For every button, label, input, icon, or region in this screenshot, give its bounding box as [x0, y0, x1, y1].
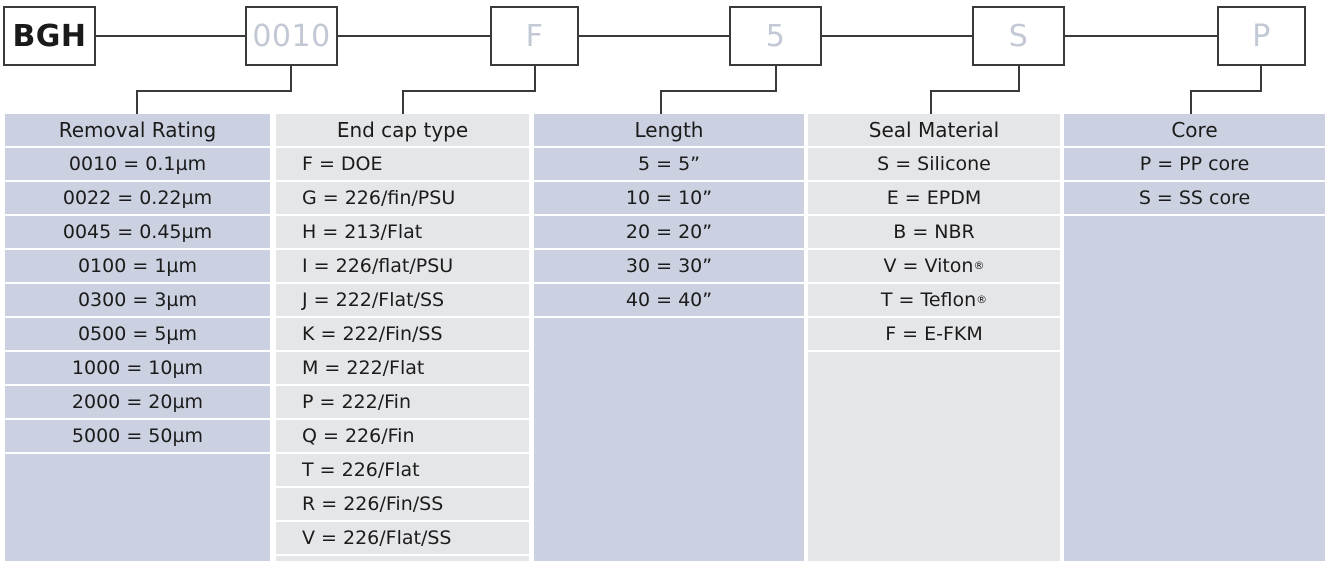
code-box-seal-material[interactable]: S	[972, 6, 1065, 66]
code-box-length[interactable]: 5	[729, 6, 822, 66]
option-cell[interactable]: I = 226/flat/PSU	[276, 250, 529, 282]
option-cell[interactable]: G = 226/fin/PSU	[276, 182, 529, 214]
option-cell[interactable]: T = 226/Flat	[276, 454, 529, 486]
code-box-prefix[interactable]: BGH	[3, 6, 96, 66]
column-filler	[808, 352, 1060, 561]
drop-line-col2-stem	[534, 65, 536, 92]
column-header-core: Core	[1064, 114, 1325, 146]
column-filler	[5, 454, 270, 561]
option-cell[interactable]: 40 = 40”	[534, 284, 804, 316]
connector-line-2-to-3	[577, 35, 729, 37]
option-cell[interactable]: 0010 = 0.1µm	[5, 148, 270, 180]
drop-line-col2-leg	[402, 90, 404, 116]
column-header-length: Length	[534, 114, 804, 146]
option-cell[interactable]: 10 = 10”	[534, 182, 804, 214]
option-cell[interactable]: E = EPDM	[808, 182, 1060, 214]
connector-line-3-to-4	[821, 35, 973, 37]
drop-line-col5-leg	[1190, 90, 1192, 116]
column-header-end-cap-type: End cap type	[276, 114, 529, 146]
column-header-removal-rating: Removal Rating	[5, 114, 270, 146]
option-cell[interactable]: M = 222/Flat	[276, 352, 529, 384]
column-filler	[1064, 216, 1325, 561]
drop-line-col4-stem	[1018, 65, 1020, 92]
option-cell[interactable]: 30 = 30”	[534, 250, 804, 282]
option-cell[interactable]: 20 = 20”	[534, 216, 804, 248]
option-cell[interactable]: 0100 = 1µm	[5, 250, 270, 282]
option-cell[interactable]: 5000 = 50µm	[5, 420, 270, 452]
drop-line-col3-leg	[660, 90, 662, 116]
option-cell[interactable]: H = 213/Flat	[276, 216, 529, 248]
option-cell[interactable]: Q = 226/Fin	[276, 420, 529, 452]
option-cell[interactable]: 0022 = 0.22µm	[5, 182, 270, 214]
drop-line-col3-stem	[775, 65, 777, 92]
option-cell[interactable]: V = 226/Flat/SS	[276, 522, 529, 554]
drop-line-col5-stem	[1260, 65, 1262, 92]
option-cell[interactable]: S = SS core	[1064, 182, 1325, 214]
option-cell[interactable]: T = Teflon®	[808, 284, 1060, 316]
option-cell[interactable]: V = Viton®	[808, 250, 1060, 282]
connector-line-1-to-2	[336, 35, 492, 37]
drop-line-col1-elbow	[136, 90, 292, 92]
column-filler	[276, 556, 529, 561]
drop-line-col3-elbow	[660, 90, 777, 92]
option-cell[interactable]: 2000 = 20µm	[5, 386, 270, 418]
code-box-end-cap-type[interactable]: F	[490, 6, 579, 66]
option-cell[interactable]: P = PP core	[1064, 148, 1325, 180]
option-cell[interactable]: 1000 = 10µm	[5, 352, 270, 384]
column-header-seal-material: Seal Material	[808, 114, 1060, 146]
option-cell[interactable]: P = 222/Fin	[276, 386, 529, 418]
connector-line-4-to-5	[1063, 35, 1218, 37]
option-cell[interactable]: R = 226/Fin/SS	[276, 488, 529, 520]
option-cell[interactable]: F = DOE	[276, 148, 529, 180]
connector-line-prefix-to-1	[96, 35, 246, 37]
option-cell[interactable]: 0045 = 0.45µm	[5, 216, 270, 248]
option-cell[interactable]: 0500 = 5µm	[5, 318, 270, 350]
option-cell[interactable]: 0300 = 3µm	[5, 284, 270, 316]
option-cell[interactable]: K = 222/Fin/SS	[276, 318, 529, 350]
drop-line-col5-elbow	[1190, 90, 1262, 92]
option-cell[interactable]: J = 222/Flat/SS	[276, 284, 529, 316]
drop-line-col1-stem	[290, 65, 292, 92]
drop-line-col4-elbow	[930, 90, 1020, 92]
option-cell[interactable]: F = E-FKM	[808, 318, 1060, 350]
option-cell[interactable]: S = Silicone	[808, 148, 1060, 180]
code-box-removal-rating[interactable]: 0010	[245, 6, 338, 66]
drop-line-col1-leg	[136, 90, 138, 116]
code-box-core[interactable]: P	[1217, 6, 1306, 66]
drop-line-col4-leg	[930, 90, 932, 116]
column-filler	[534, 318, 804, 561]
drop-line-col2-elbow	[402, 90, 536, 92]
option-cell[interactable]: 5 = 5”	[534, 148, 804, 180]
option-cell[interactable]: B = NBR	[808, 216, 1060, 248]
